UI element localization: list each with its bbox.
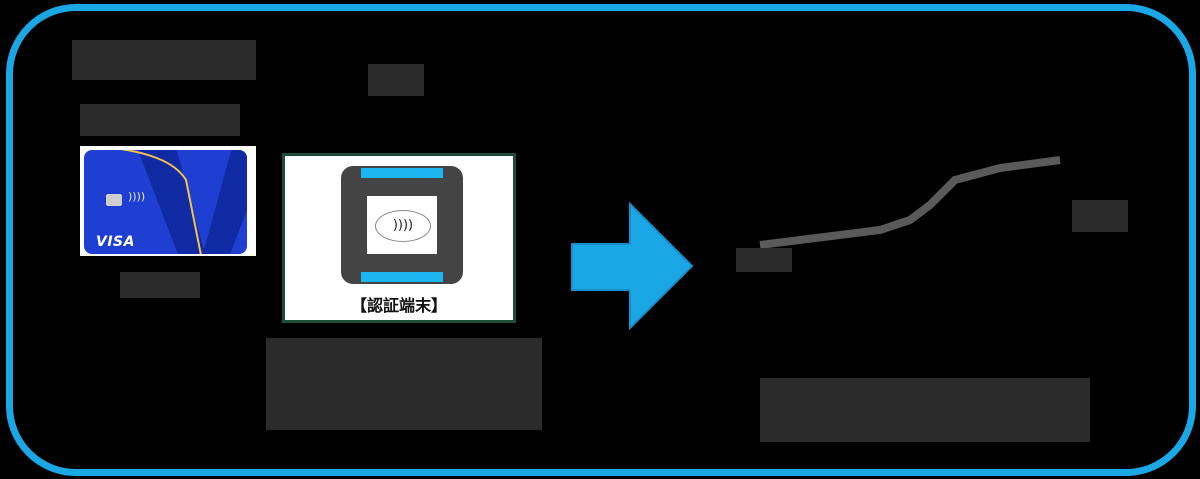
terminal-screen: ))))	[367, 196, 437, 254]
auth-terminal-box: )))) 【認証端末】	[282, 153, 516, 323]
credit-card-image: )))) VISA	[80, 146, 256, 256]
terminal-light-bottom	[361, 272, 443, 282]
result-caption	[760, 378, 1090, 442]
tap-to-pay-icon: ))))	[375, 210, 431, 242]
terminal-light-top	[361, 168, 443, 178]
card-caption-top	[80, 104, 240, 136]
card-v-logo	[120, 150, 247, 254]
diagram-frame	[6, 4, 1196, 476]
card-caption-bottom	[120, 272, 200, 298]
progress-curve	[759, 156, 1061, 249]
terminal-description	[266, 338, 542, 430]
left-heading	[72, 40, 256, 80]
result-start-label	[736, 248, 792, 272]
terminal-device-icon: ))))	[341, 166, 463, 284]
terminal-label: 【認証端末】	[350, 296, 447, 315]
contactless-icon: ))))	[128, 190, 146, 203]
card-brand: VISA	[96, 234, 135, 250]
arrow-right-icon	[571, 201, 694, 330]
terminal-top-label	[368, 64, 424, 96]
result-end-label	[1072, 200, 1128, 232]
card-chip-icon	[106, 194, 122, 206]
